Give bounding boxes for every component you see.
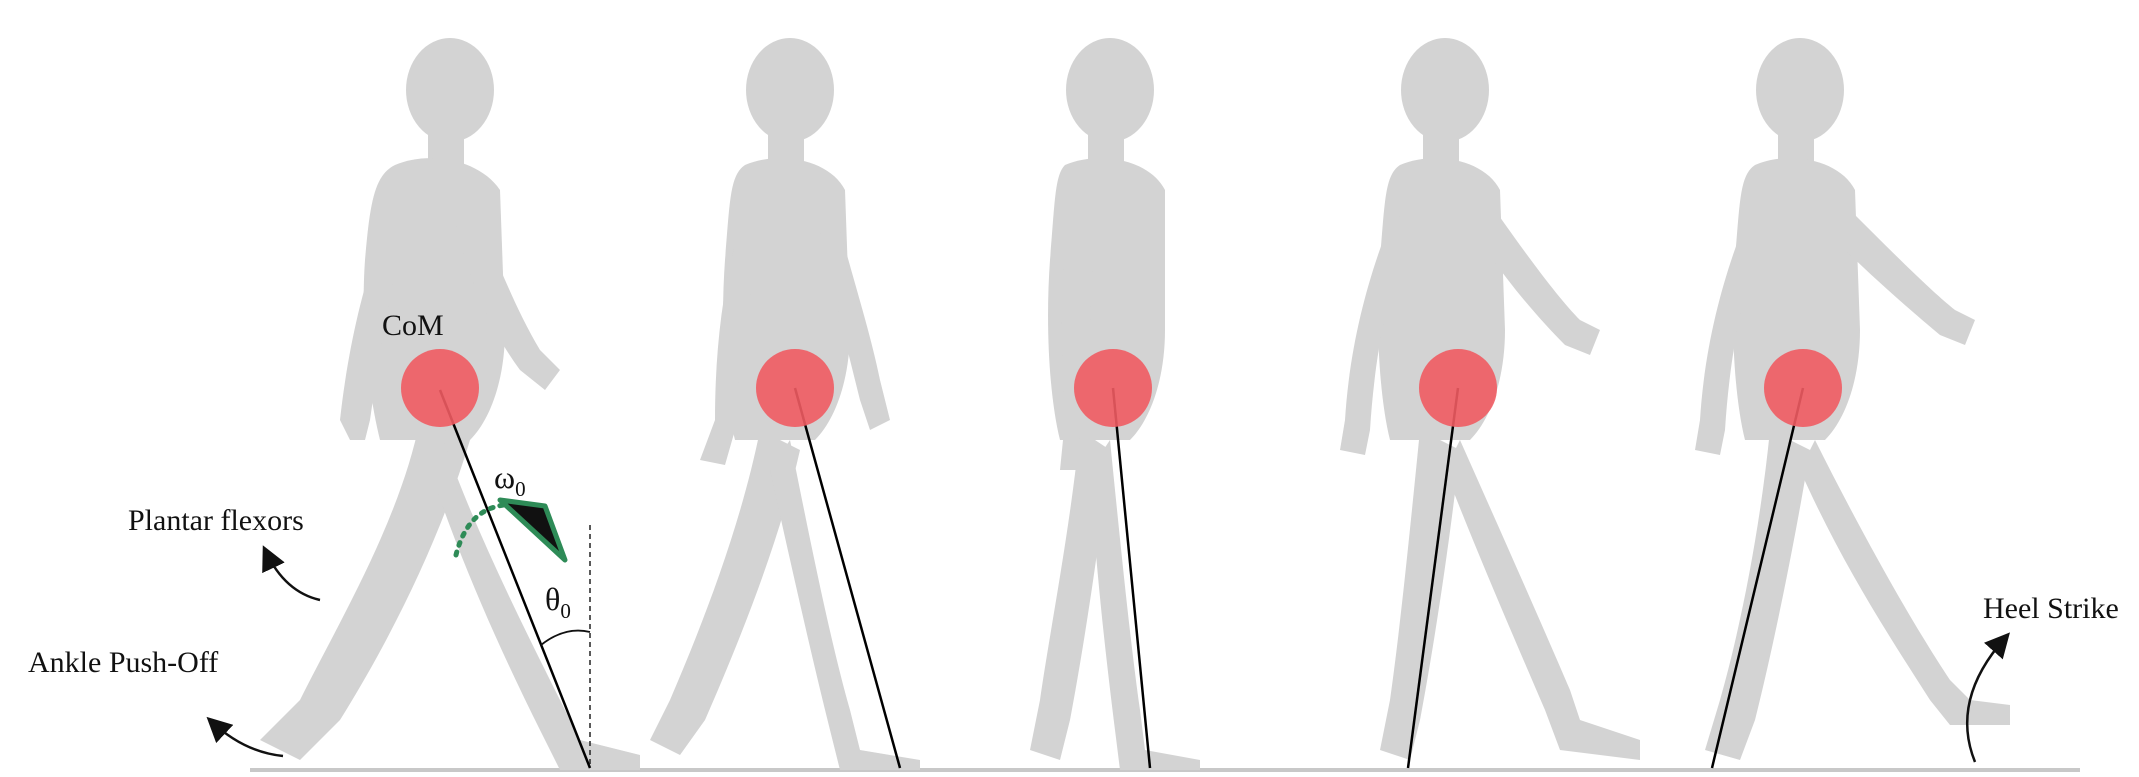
omega-subscript: 0	[515, 477, 526, 501]
theta-angle-arc	[541, 631, 590, 645]
ankle-push-off-label: Ankle Push-Off	[28, 646, 218, 679]
com-marker-5	[1764, 349, 1842, 427]
com-marker-1	[401, 349, 479, 427]
heel-strike-label: Heel Strike	[1983, 592, 2119, 625]
leg-line-1	[440, 390, 590, 768]
angular-velocity-arrow	[500, 500, 565, 560]
walker-silhouette-5	[1695, 38, 2010, 760]
heel-strike-arrow	[1967, 638, 2005, 762]
leg-line-5	[1712, 388, 1803, 768]
plantar-flexors-label: Plantar flexors	[128, 504, 304, 537]
com-marker-4	[1419, 349, 1497, 427]
omega-label: ω0	[494, 459, 526, 501]
plantar-flexors-arrow	[266, 552, 320, 600]
com-marker-3	[1074, 349, 1152, 427]
theta-subscript: 0	[560, 599, 571, 623]
theta-label: θ0	[545, 581, 571, 623]
com-marker-2	[756, 349, 834, 427]
com-label: CoM	[382, 309, 444, 342]
theta-symbol: θ	[545, 581, 560, 617]
omega-symbol: ω	[494, 459, 515, 495]
